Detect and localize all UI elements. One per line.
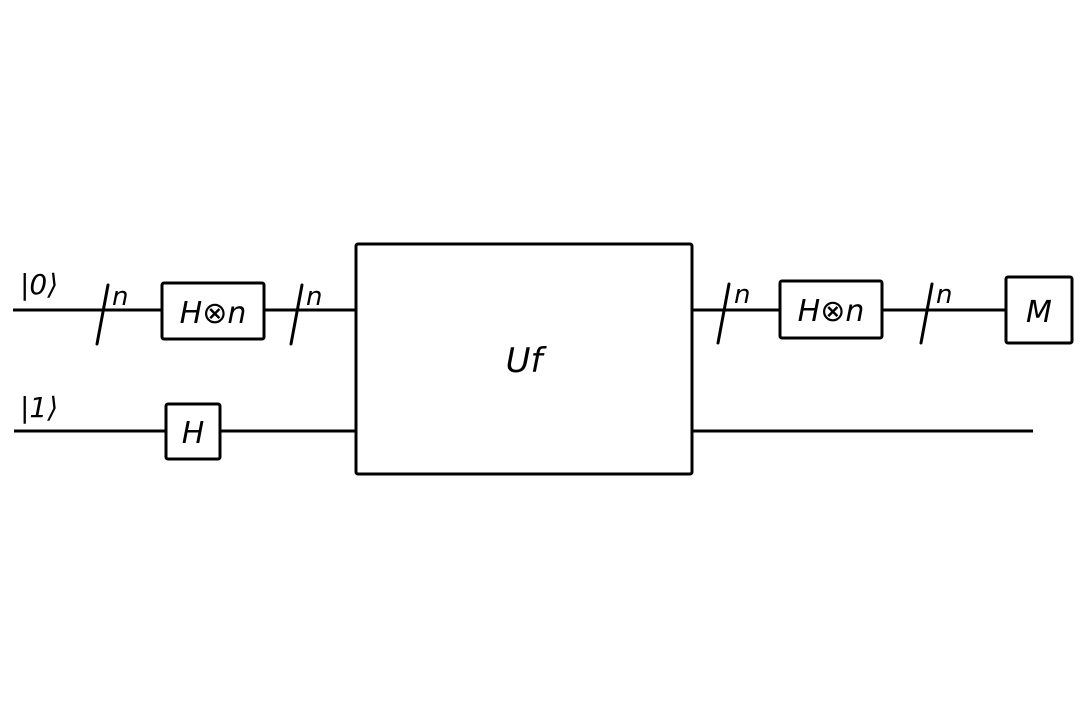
register-slash-4	[919, 282, 934, 345]
hadamard-n-gate-left-label: H⊗n	[180, 296, 247, 331]
register-slash-1	[95, 283, 110, 346]
register-size-label-4: n	[936, 280, 952, 310]
hadamard-gate-bottom-label: H	[182, 416, 205, 451]
hadamard-gate-bottom: H	[164, 402, 222, 461]
qubit-0-label: |0⟩	[20, 268, 58, 301]
hadamard-n-gate-left: H⊗n	[160, 281, 266, 341]
register-size-label-1: n	[112, 282, 128, 312]
measurement-gate-label: M	[1026, 295, 1052, 330]
oracle-gate: Uf	[354, 242, 694, 476]
register-slash-2	[289, 283, 304, 346]
oracle-gate-label: Uf	[506, 341, 548, 381]
hadamard-n-gate-right-label: H⊗n	[798, 294, 865, 329]
measurement-gate: M	[1004, 275, 1074, 345]
register-size-label-2: n	[306, 282, 322, 312]
qubit-1-label: |1⟩	[20, 391, 58, 424]
register-size-label-3: n	[734, 280, 750, 310]
hadamard-n-gate-right: H⊗n	[778, 279, 884, 340]
register-slash-3	[716, 282, 731, 345]
